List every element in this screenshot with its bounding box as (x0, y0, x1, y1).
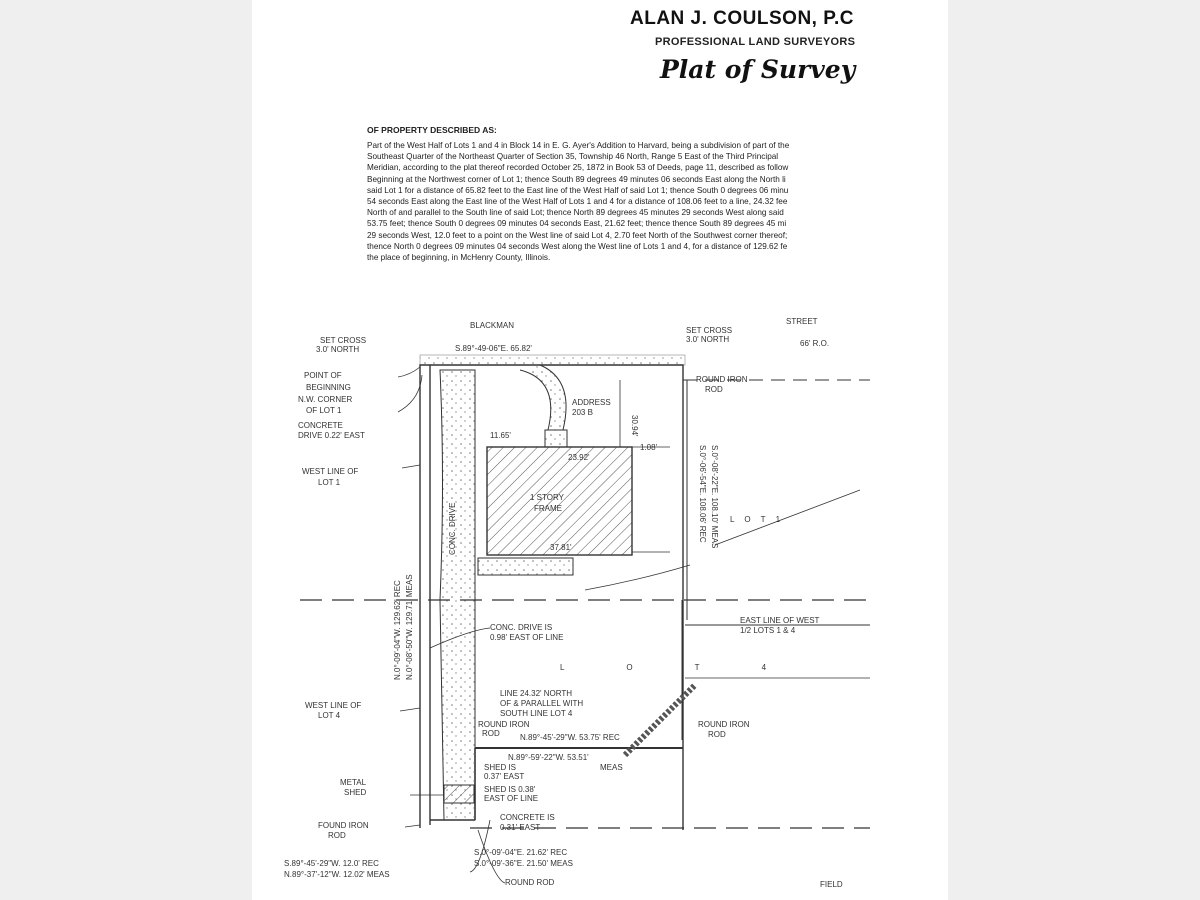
label: LOT 4 (318, 711, 341, 720)
label: 3.0' NORTH (316, 345, 359, 354)
dimension: 1.08' (640, 443, 658, 452)
street-name: STREET (786, 317, 818, 326)
survey-page: ALAN J. COULSON, P.C PROFESSIONAL LAND S… (252, 0, 948, 900)
north-bearing: S.89°-49-06"E. 65.82' (455, 344, 532, 353)
patio (477, 557, 574, 576)
bearing: S.0°-09'-36"E. 21.50' MEAS (474, 859, 573, 868)
label: ROD (708, 730, 726, 739)
label: EAST LINE OF WEST (740, 616, 820, 625)
label: 1/2 LOTS 1 & 4 (740, 626, 796, 635)
description-line: 53.75 feet; thence South 0 degrees 09 mi… (367, 219, 787, 229)
label: 0.31' EAST (500, 823, 540, 832)
label: ROUND IRON (696, 375, 748, 384)
firm-name: ALAN J. COULSON, P.C (630, 8, 854, 29)
label: ROD (328, 831, 346, 840)
bearing: S.89°-45'-29"W. 12.0' REC (284, 859, 379, 868)
label: EAST OF LINE (484, 794, 538, 803)
label: OF & PARALLEL WITH (500, 699, 583, 708)
description-heading: OF PROPERTY DESCRIBED AS: (367, 125, 497, 135)
label: ROUND IRON (698, 720, 750, 729)
label: WEST LINE OF (305, 701, 361, 710)
bearing: S.0°-08'-22"E. 108.10' MEAS (710, 445, 719, 548)
label: METAL (340, 778, 367, 787)
label: OF LOT 1 (306, 406, 342, 415)
label: SHED IS 0.38' (484, 785, 536, 794)
driveway-label: CONC. DRIVE (448, 503, 457, 555)
house-label: FRAME (534, 504, 562, 513)
label: CONC. DRIVE IS (490, 623, 552, 632)
bearing: N.89°-37'-12"W. 12.02' MEAS (284, 870, 390, 879)
label: ROUND IRON (478, 720, 530, 729)
firm-subtitle: PROFESSIONAL LAND SURVEYORS (655, 36, 856, 48)
driveway (439, 369, 476, 821)
house-footprint (486, 446, 633, 556)
lot-1-label: L O T 1 (730, 515, 784, 524)
label: POINT OF (304, 371, 342, 380)
label: N.W. CORNER (298, 395, 352, 404)
address-label: 203 B (572, 408, 593, 417)
bearing: N.89°-45'-29"W. 53.75' REC (520, 733, 620, 742)
label: SHED (344, 788, 366, 797)
label: SET CROSS (686, 326, 732, 335)
walkway (519, 364, 567, 431)
street-width: 66' R.O. (800, 339, 829, 348)
label: SET CROSS (320, 336, 366, 345)
address-label: ADDRESS (572, 398, 611, 407)
label: CONCRETE (298, 421, 343, 430)
label: FIELD (820, 880, 843, 889)
label: 0.37' EAST (484, 772, 524, 781)
legal-description: Part of the West Half of Lots 1 and 4 in… (367, 140, 872, 272)
label: SHED IS (484, 763, 516, 772)
label: 0.98' EAST OF LINE (490, 633, 563, 642)
bearing: N.0°-09'-04"W. 129.62' REC (393, 580, 402, 680)
label: SOUTH LINE LOT 4 (500, 709, 573, 718)
lot-boundary (419, 364, 684, 830)
description-line: thence North 0 degrees 09 minutes 04 sec… (367, 241, 788, 251)
label: CONCRETE IS (500, 813, 555, 822)
description-line: 29 seconds West, 12.0 feet to a point on… (367, 230, 788, 240)
description-line: the place of beginning, in McHenry Count… (367, 253, 551, 263)
metal-shed (443, 784, 475, 804)
label: BEGINNING (306, 383, 351, 392)
description-line: said Lot 1 for a distance of 65.82 feet … (367, 185, 789, 195)
dimension: 30.94' (630, 415, 639, 437)
bearing: S.0°-09'-04"E. 21.62' REC (474, 848, 567, 857)
bearing: N.0°-08'-50"W. 129.71' MEAS (405, 574, 414, 680)
dimension: 11.65' (490, 431, 511, 440)
label: DRIVE 0.22' EAST (298, 431, 365, 440)
street-name: BLACKMAN (470, 321, 514, 330)
description-line: North of and parallel to the South line … (367, 208, 784, 218)
description-line: 54 seconds East along the East line of t… (367, 197, 788, 207)
lot-4-label: L O T 4 (560, 663, 796, 672)
sidewalk (419, 354, 686, 366)
label: ROD (705, 385, 723, 394)
description-line: Southeast Quarter of the Northeast Quart… (367, 152, 779, 162)
label: FOUND IRON (318, 821, 369, 830)
label: ROD (482, 729, 500, 738)
document-title: Plat of Survey (660, 55, 856, 84)
bearing: MEAS (600, 763, 623, 772)
house-label: 1 STORY (530, 493, 565, 502)
dimension: 23.92' (568, 453, 590, 462)
plat-labels: BLACKMAN STREET 66' R.O. S.89°-49-06"E. … (284, 317, 843, 889)
bearing: S.0°-06'-54"E. 108.06' REC (698, 445, 707, 543)
description-line: Meridian, according to the plat thereof … (367, 163, 789, 173)
label: ROUND ROD (505, 878, 555, 887)
description-line: Part of the West Half of Lots 1 and 4 in… (367, 141, 790, 150)
label: 3.0' NORTH (686, 335, 729, 344)
dimension: 37.81' (550, 543, 572, 552)
description-line: Beginning at the Northwest corner of Lot… (367, 174, 786, 184)
label: LOT 1 (318, 478, 341, 487)
bearing: N.89°-59'-22"W. 53.51' (508, 753, 589, 762)
label: WEST LINE OF (302, 467, 358, 476)
label: LINE 24.32' NORTH (500, 689, 572, 698)
